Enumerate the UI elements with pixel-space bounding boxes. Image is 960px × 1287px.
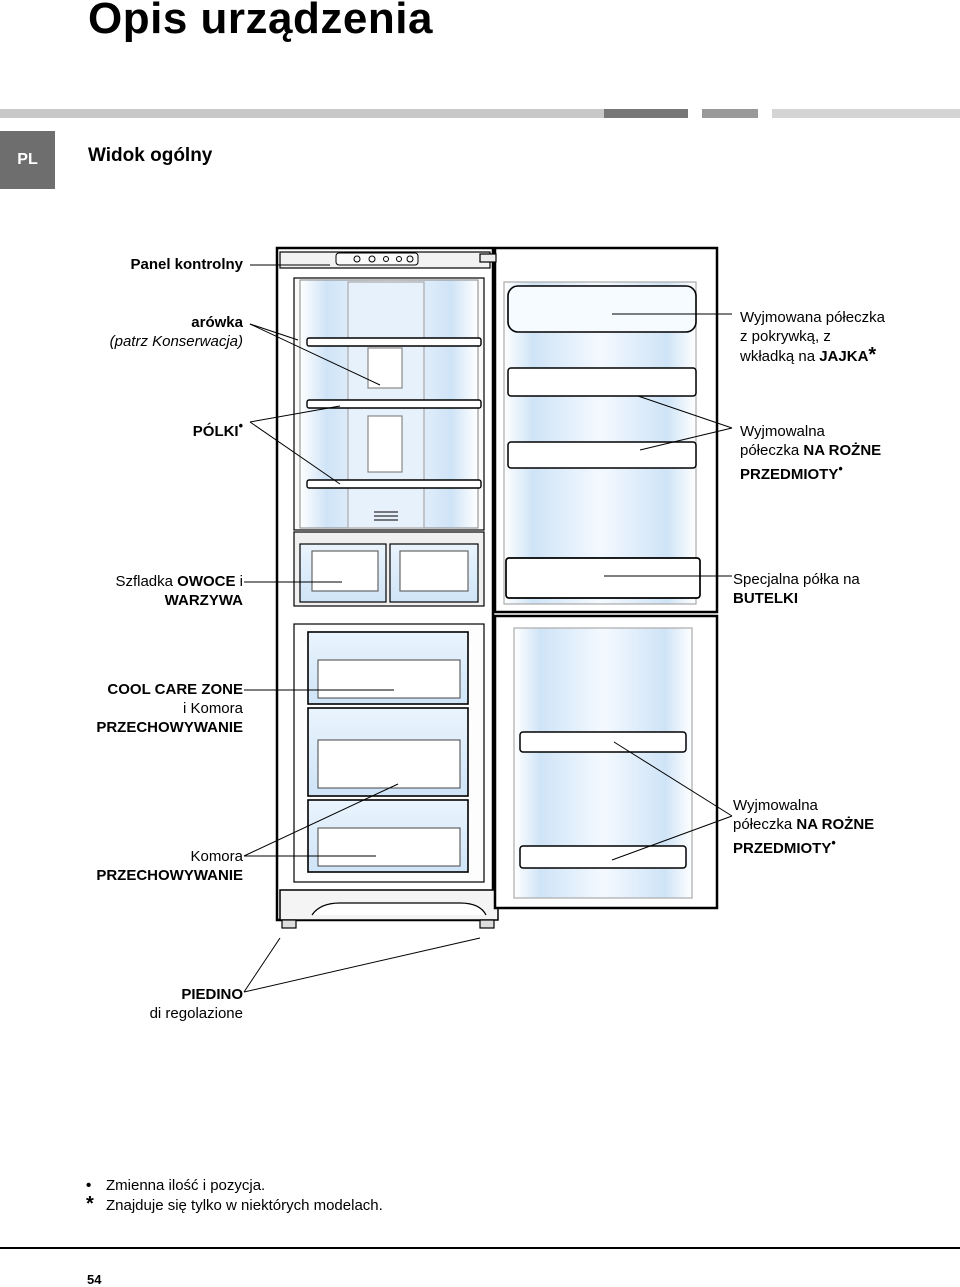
label-bulb: arówka (patrz Konserwacja) (110, 313, 243, 351)
bottle-shelf (505, 557, 701, 599)
door-shelf-2 (507, 441, 697, 469)
label-bottle-shelf-line2: BUTELKI (733, 590, 798, 607)
label-egg-shelf-mark: * (868, 344, 877, 366)
label-egg-shelf-line2: z pokrywką, z (740, 328, 831, 345)
footnote-bullet-mark: • (86, 1177, 92, 1194)
label-bottle-shelf: Specjalna półka na BUTELKI (733, 570, 860, 608)
label-feet-line1: PIEDINO (181, 986, 243, 1003)
freezer-door-shelf-2 (519, 845, 687, 869)
label-fruit-drawer: Szfladka OWOCE i WARZYWA (115, 572, 243, 610)
label-misc-shelf-top-line2a: półeczka (740, 442, 804, 459)
adjustable-foot-left (281, 919, 297, 929)
freezer-door-shelf-1 (519, 731, 687, 753)
label-bottle-shelf-line1: Specjalna półka na (733, 571, 860, 588)
language-tab: PL (0, 131, 55, 189)
label-storage: Komora PRZECHOWYWANIE (96, 847, 243, 885)
label-bulb-line2: (patrz Konserwacja) (109, 333, 243, 350)
label-egg-shelf-line3b: JAJKA (819, 348, 869, 365)
header-bar-mid (702, 109, 758, 118)
label-feet-line2: di regolazione (149, 1005, 243, 1022)
label-control-panel: Panel kontrolny (130, 255, 243, 274)
label-shelves-mark: • (238, 419, 243, 433)
label-misc-shelf-bottom: Wyjmowalna półeczka NA ROŻNE PRZEDMIOTY• (733, 796, 874, 858)
label-misc-shelf-bottom-line2b: NA ROŻNE (796, 816, 875, 833)
label-feet: PIEDINO di regolazione (150, 985, 243, 1023)
header-bar-light (0, 109, 604, 118)
egg-shelf (507, 285, 697, 333)
label-fruit-drawer-c: i (235, 573, 243, 590)
label-fruit-drawer-a: Szfladka (115, 573, 178, 590)
label-misc-shelf-top-line2b: NA ROŻNE (803, 442, 882, 459)
label-misc-shelf-bottom-mark: • (831, 836, 836, 850)
label-cool-care-line3: PRZECHOWYWANIE (96, 719, 243, 736)
control-panel (335, 252, 419, 266)
label-shelves-text: PÓLKI (192, 423, 239, 440)
label-misc-shelf-top: Wyjmowalna półeczka NA ROŻNE PRZEDMIOTY• (740, 422, 881, 484)
label-control-panel-text: Panel kontrolny (130, 256, 243, 273)
label-cool-care: COOL CARE ZONE i Komora PRZECHOWYWANIE (96, 680, 243, 737)
label-storage-line2: PRZECHOWYWANIE (96, 867, 243, 884)
label-cool-care-line1: COOL CARE ZONE (107, 681, 243, 698)
label-egg-shelf-line1: Wyjmowana półeczka (740, 309, 885, 326)
page-number: 54 (87, 1272, 102, 1287)
label-fruit-drawer-b: OWOCE (177, 573, 236, 590)
glass-shelves (306, 337, 482, 489)
footnote-asterisk-mark: * (86, 1193, 94, 1215)
label-bulb-line1: arówka (191, 314, 243, 331)
freezer-drawers (307, 631, 469, 873)
label-misc-shelf-bottom-line3: PRZEDMIOTY (733, 840, 832, 857)
door-shelf-1 (507, 367, 697, 397)
label-shelves: PÓLKI• (193, 417, 243, 441)
header-bar-dark (604, 109, 688, 118)
label-storage-line1: Komora (190, 848, 243, 865)
page-title: Opis urządzenia (88, 0, 433, 43)
leader-lines (243, 264, 733, 993)
label-misc-shelf-top-line1: Wyjmowalna (740, 423, 825, 440)
section-title: Widok ogólny (88, 145, 213, 166)
label-misc-shelf-bottom-line2a: półeczka (733, 816, 797, 833)
bottom-rule (0, 1247, 960, 1249)
label-egg-shelf: Wyjmowana półeczka z pokrywką, z wkładką… (740, 308, 885, 366)
footnote-variable-text: Zmienna ilość i pozycja. (106, 1177, 266, 1194)
label-egg-shelf-line3a: wkładką na (740, 348, 820, 365)
footnote-some-models-text: Znajduje się tylko w niektórych modelach… (106, 1197, 383, 1214)
header-bar-end (772, 109, 960, 118)
label-fruit-drawer-line2: WARZYWA (164, 592, 243, 609)
label-misc-shelf-top-mark: • (838, 462, 843, 476)
label-cool-care-line2: i Komora (182, 700, 243, 717)
label-misc-shelf-bottom-line1: Wyjmowalna (733, 797, 818, 814)
footnote-some-models: * Znajduje się tylko w niektórych modelac… (86, 1193, 383, 1215)
footnote-variable: • Zmienna ilość i pozycja. (86, 1176, 265, 1195)
adjustable-foot-right (479, 919, 495, 929)
label-misc-shelf-top-line3: PRZEDMIOTY (740, 466, 839, 483)
